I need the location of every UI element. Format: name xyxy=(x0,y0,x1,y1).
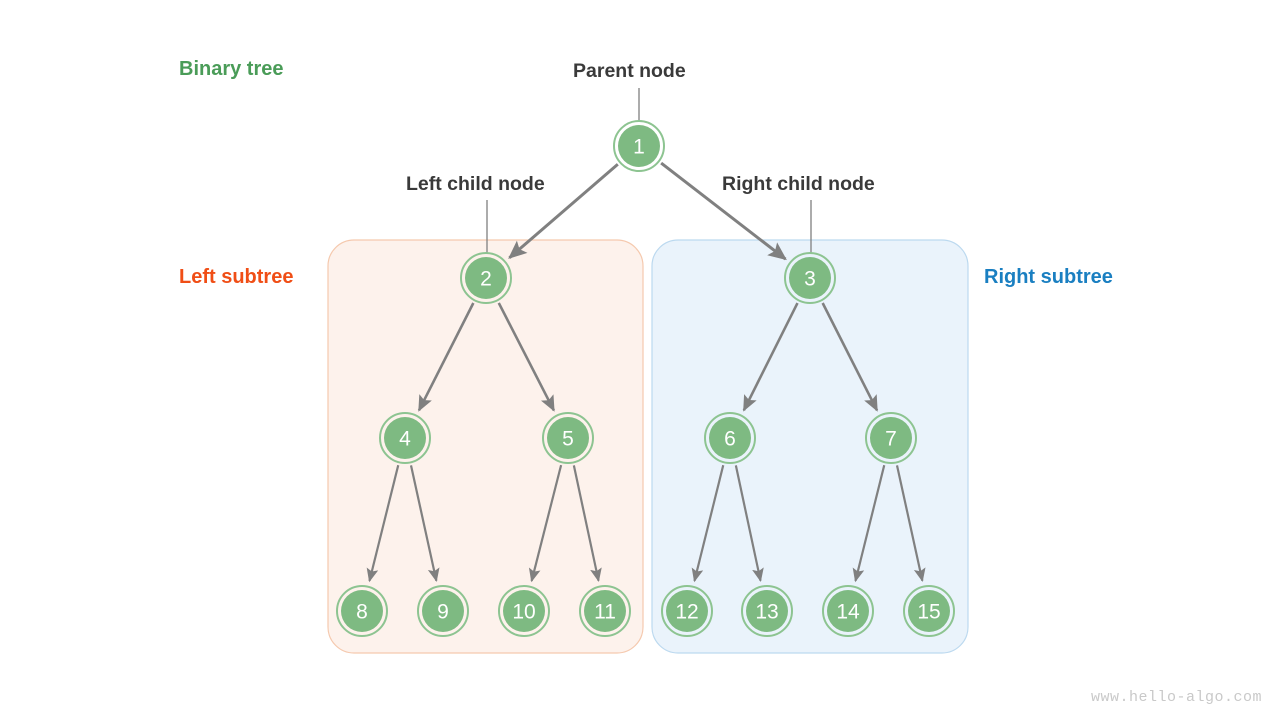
node-label: 12 xyxy=(675,601,698,624)
node-label: 11 xyxy=(594,601,616,624)
node-label: 15 xyxy=(917,601,940,624)
label-left-child-node: Left child node xyxy=(406,173,545,195)
edge-7-to-14 xyxy=(852,464,886,583)
pointer-lines xyxy=(486,88,812,253)
edge-4-to-8 xyxy=(366,464,400,583)
node-label: 10 xyxy=(512,601,535,624)
node-label: 5 xyxy=(562,428,574,451)
edge-6-to-13 xyxy=(734,465,764,582)
tree-node-1[interactable]: 1 xyxy=(613,120,665,172)
node-circle xyxy=(666,590,708,632)
node-ring xyxy=(379,412,431,464)
edge-5-to-10 xyxy=(528,464,563,583)
label-parent-node: Parent node xyxy=(573,60,686,82)
node-circle xyxy=(503,590,545,632)
tree-node-8[interactable]: 8 xyxy=(336,585,388,637)
node-ring xyxy=(460,252,512,304)
tree-node-2[interactable]: 2 xyxy=(460,252,512,304)
tree-node-13[interactable]: 13 xyxy=(741,585,793,637)
tree-node-4[interactable]: 4 xyxy=(379,412,431,464)
node-ring xyxy=(542,412,594,464)
node-circle xyxy=(870,417,912,459)
node-circle xyxy=(465,257,507,299)
node-ring xyxy=(613,120,665,172)
node-circle xyxy=(618,125,660,167)
edge-5-to-11 xyxy=(572,465,602,582)
node-ring xyxy=(822,585,874,637)
tree-node-5[interactable]: 5 xyxy=(542,412,594,464)
tree-node-7[interactable]: 7 xyxy=(865,412,917,464)
node-circle xyxy=(746,590,788,632)
tree-node-6[interactable]: 6 xyxy=(704,412,756,464)
edge-1-to-2 xyxy=(508,163,619,259)
node-circle xyxy=(584,590,626,632)
node-circle xyxy=(908,590,950,632)
edge-2-to-4 xyxy=(417,302,475,412)
node-label: 14 xyxy=(836,601,860,624)
node-ring xyxy=(741,585,793,637)
tree-edges xyxy=(366,161,926,583)
subtree-box-right xyxy=(651,239,969,654)
tree-node-10[interactable]: 10 xyxy=(498,585,550,637)
node-label: 13 xyxy=(755,601,778,624)
node-ring xyxy=(336,585,388,637)
label-left-subtree: Left subtree xyxy=(179,266,294,288)
tree-node-12[interactable]: 12 xyxy=(661,585,713,637)
node-circle xyxy=(384,417,426,459)
node-circle xyxy=(709,417,751,459)
node-label: 3 xyxy=(804,268,816,291)
node-circle xyxy=(341,590,383,632)
node-circle xyxy=(547,417,589,459)
subtree-boxes xyxy=(327,239,969,654)
tree-node-3[interactable]: 3 xyxy=(784,252,836,304)
label-right-child-node: Right child node xyxy=(722,173,875,195)
label-right-subtree: Right subtree xyxy=(984,266,1113,288)
node-circle xyxy=(422,590,464,632)
node-label: 2 xyxy=(480,268,492,291)
tree-node-14[interactable]: 14 xyxy=(822,585,874,637)
node-label: 6 xyxy=(724,428,736,451)
node-label: 7 xyxy=(885,428,897,451)
title-binary-tree: Binary tree xyxy=(179,58,284,80)
node-ring xyxy=(661,585,713,637)
tree-node-9[interactable]: 9 xyxy=(417,585,469,637)
node-ring xyxy=(704,412,756,464)
watermark: www.hello-algo.com xyxy=(1090,689,1262,706)
subtree-box-left xyxy=(327,239,644,654)
edge-2-to-5 xyxy=(497,302,556,412)
edge-3-to-7 xyxy=(821,302,879,412)
edge-4-to-9 xyxy=(409,465,440,583)
node-ring xyxy=(865,412,917,464)
node-ring xyxy=(579,585,631,637)
edge-1-to-3 xyxy=(660,161,787,261)
node-label: 1 xyxy=(633,136,645,159)
node-ring xyxy=(498,585,550,637)
edge-6-to-12 xyxy=(691,464,725,583)
node-label: 9 xyxy=(437,601,449,624)
tree-node-11[interactable]: 11 xyxy=(579,585,631,637)
edge-3-to-6 xyxy=(742,302,799,412)
node-circle xyxy=(827,590,869,632)
edge-7-to-15 xyxy=(895,465,926,583)
node-label: 8 xyxy=(356,601,368,624)
node-label: 4 xyxy=(399,428,411,451)
node-ring xyxy=(903,585,955,637)
node-ring xyxy=(784,252,836,304)
tree-node-15[interactable]: 15 xyxy=(903,585,955,637)
node-circle xyxy=(789,257,831,299)
node-ring xyxy=(417,585,469,637)
